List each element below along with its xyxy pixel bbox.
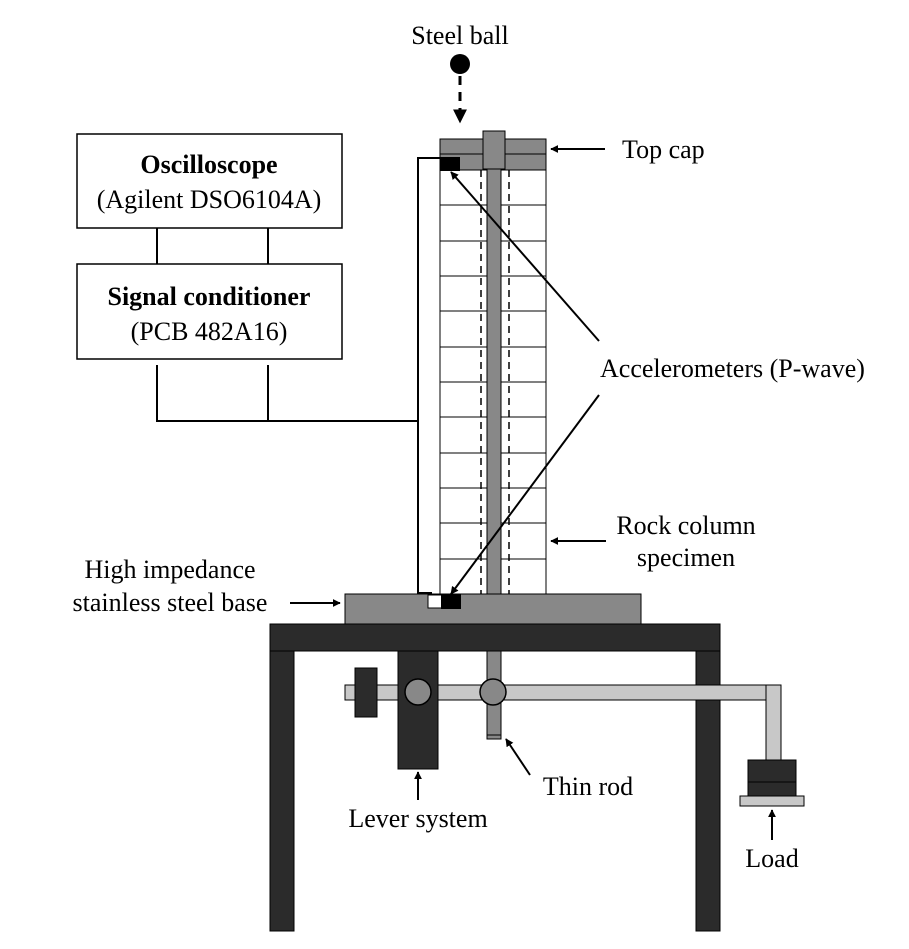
- thin-rod-arrow: [505, 738, 531, 776]
- top-accelerometer: [440, 157, 460, 171]
- signal-conditioner-title: Signal conditioner: [108, 282, 311, 311]
- thin-rod-label: Thin rod: [543, 772, 633, 801]
- stainless-steel-base: [344, 593, 642, 625]
- load-label: Load: [745, 844, 798, 873]
- base-label-line2: stainless steel base: [73, 588, 268, 617]
- accelerometer-top-arrow: [450, 171, 600, 342]
- steel-ball: [450, 54, 470, 74]
- base-label-line1: High impedance: [84, 555, 255, 584]
- load-weight: [739, 759, 805, 807]
- load-hanger: [765, 684, 782, 762]
- lever-support: [397, 650, 439, 770]
- lever-system-label: Lever system: [348, 804, 487, 833]
- rod-joint: [479, 678, 507, 706]
- sensor-cables: [156, 157, 440, 594]
- lever-pivot: [404, 678, 432, 706]
- oscilloscope-box: Oscilloscope (Agilent DSO6104A): [76, 133, 343, 229]
- thin-rod-head: [482, 130, 506, 170]
- support-table: [269, 623, 721, 932]
- top-cap-label: Top cap: [622, 135, 705, 164]
- rock-column-label-line1: Rock column: [616, 511, 755, 540]
- rock-column-label-line2: specimen: [637, 543, 735, 572]
- bottom-accelerometer: [441, 594, 461, 609]
- oscilloscope-title: Oscilloscope: [140, 150, 277, 179]
- steel-ball-label: Steel ball: [411, 21, 508, 50]
- signal-conditioner-model: (PCB 482A16): [131, 317, 288, 346]
- oscilloscope-model: (Agilent DSO6104A): [97, 185, 322, 214]
- counterweight: [354, 667, 378, 718]
- signal-conditioner-box: Signal conditioner (PCB 482A16): [76, 263, 343, 360]
- accelerometers-label: Accelerometers (P-wave): [600, 354, 865, 383]
- accelerometer-bottom-arrow: [450, 394, 600, 595]
